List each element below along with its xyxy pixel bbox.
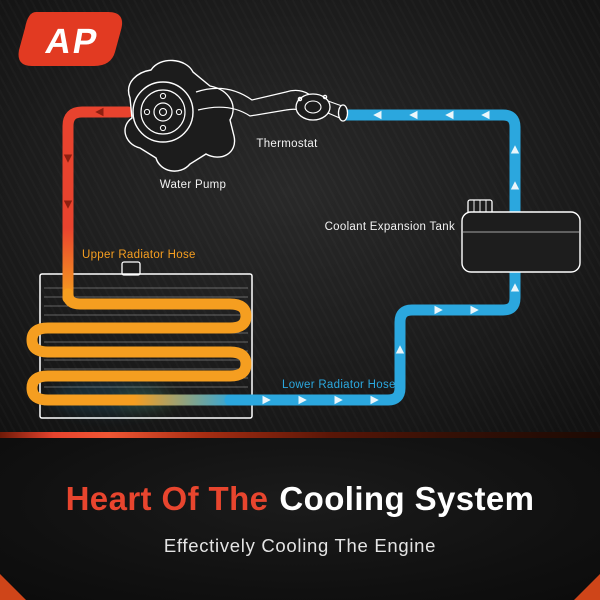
cooling-system-diagram: Water Pump Thermostat Coolant Expansion …	[26, 59, 581, 419]
coolant-expansion-tank-label: Coolant Expansion Tank	[325, 221, 455, 233]
thermostat-bolt-right	[322, 94, 328, 100]
pump-pulley-shaft	[158, 107, 168, 117]
footer-banner: Heart Of The Cooling System Effectively C…	[0, 432, 600, 600]
thermostat-outlet	[337, 104, 349, 122]
warm-serpentine-pipe	[26, 288, 252, 406]
expansion-tank-body	[461, 211, 581, 273]
bottom-right-corner-accent	[574, 574, 600, 600]
logo-badge-shape	[18, 12, 123, 66]
poster-title-rest: Cooling System	[279, 480, 535, 517]
thermostat-flange-inner	[304, 100, 322, 114]
water-pump-label: Water Pump	[160, 179, 226, 191]
thermostat-drawing	[295, 93, 349, 122]
radiator-cap	[121, 261, 141, 276]
poster-title-accent: Heart Of The	[65, 480, 269, 517]
hot-pipe	[62, 106, 134, 240]
water-pump-outlet-top	[195, 87, 314, 101]
cold-pipe	[224, 109, 521, 406]
lower-radiator-hose-label: Lower Radiator Hose	[282, 379, 396, 391]
thermostat-bolt-left	[297, 96, 303, 102]
thermostat-flange	[295, 93, 331, 121]
expansion-tank-cap-ribs	[473, 200, 487, 213]
accent-divider-bar	[0, 432, 600, 438]
pump-pulley-bolts	[143, 92, 183, 132]
bottom-left-corner-accent	[0, 574, 26, 600]
pump-pulley-ring	[140, 89, 186, 135]
cold-flow-arrows	[262, 110, 520, 405]
brand-logo: AP	[18, 12, 123, 66]
pump-pulley-hub	[153, 102, 173, 122]
flow-arrows	[63, 107, 520, 405]
expansion-tank-drawing	[461, 199, 581, 273]
poster-title: Heart Of The Cooling System	[0, 480, 600, 518]
hot-flow-arrows	[63, 107, 104, 209]
thermostat-label: Thermostat	[256, 138, 318, 150]
coolant-pipes	[26, 106, 521, 406]
pump-pulley-outer	[132, 81, 194, 143]
poster-subtitle: Effectively Cooling The Engine	[163, 535, 437, 556]
logo-text: AP	[43, 22, 102, 61]
upper-radiator-hose-label: Upper Radiator Hose	[82, 249, 196, 261]
diagram-labels: Water Pump Thermostat Coolant Expansion …	[82, 138, 455, 391]
water-pump-drawing	[124, 59, 314, 172]
